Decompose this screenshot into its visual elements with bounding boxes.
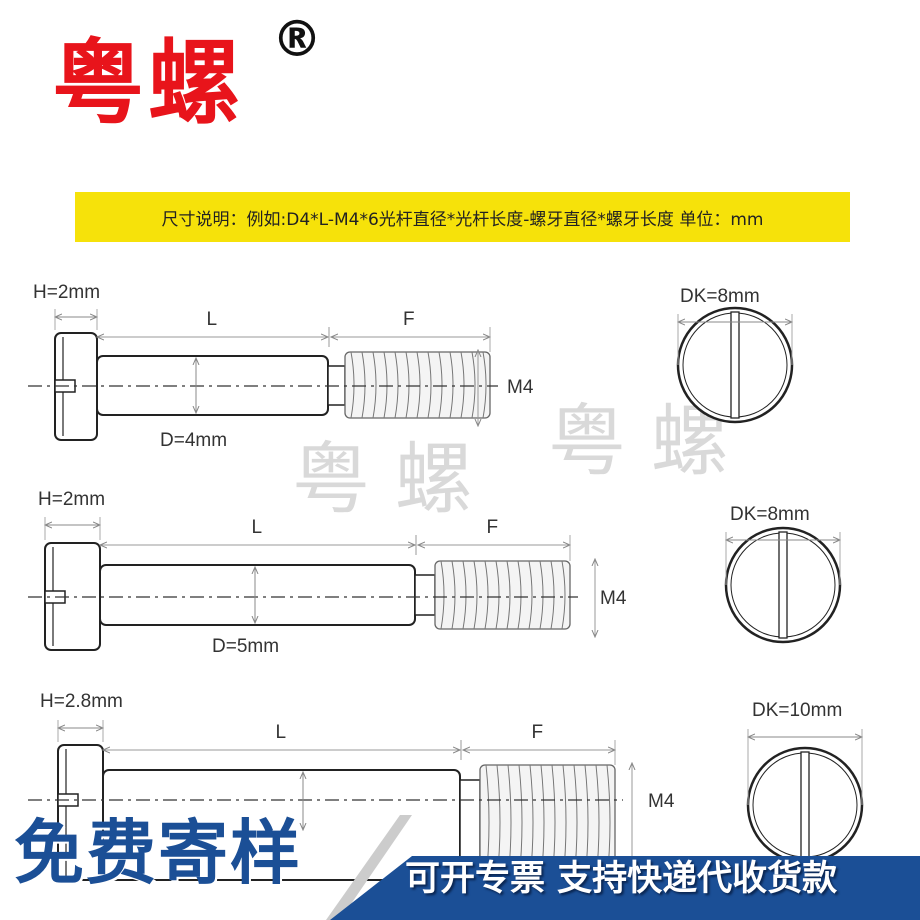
banner-blue-panel <box>330 856 920 920</box>
f-label: F <box>403 309 415 330</box>
m-label: M4 <box>600 588 627 609</box>
thread-line <box>416 351 421 419</box>
thread-line <box>427 351 432 419</box>
thread-line <box>550 560 555 630</box>
dk-label: DK=10mm <box>752 700 842 721</box>
thread-line <box>438 351 443 419</box>
dk-label: DK=8mm <box>680 286 760 307</box>
f-label: F <box>532 722 544 743</box>
spec-text: 尺寸说明：例如:D4*L-M4*6光杆直径*光杆长度-螺牙直径*螺牙长度 单位：… <box>161 209 764 230</box>
thread-line <box>473 560 478 630</box>
free-sample-text: 免费寄样 <box>14 812 302 894</box>
l-label: L <box>252 517 263 538</box>
thread-line <box>350 351 355 419</box>
thread-line <box>440 560 445 630</box>
thread-line <box>484 560 489 630</box>
l-label: L <box>207 309 218 330</box>
thread-line <box>495 560 500 630</box>
banner-slogan: 可开专票 支持快递代收货款 <box>405 859 838 899</box>
h-label: H=2mm <box>38 489 105 510</box>
f-label: F <box>487 517 499 538</box>
d-label: D=4mm <box>160 430 227 451</box>
l-label: L <box>276 722 287 743</box>
thread-line <box>394 351 399 419</box>
thread-line <box>405 351 410 419</box>
thread-line <box>506 560 511 630</box>
thread-line <box>372 351 377 419</box>
thread-line <box>517 560 522 630</box>
banner-stripe <box>326 815 412 920</box>
m-label: M4 <box>648 791 675 812</box>
thread-line <box>449 351 454 419</box>
thread <box>434 560 571 630</box>
thread-line <box>383 351 388 419</box>
dk-label: DK=8mm <box>730 504 810 525</box>
watermark: 粤 螺 <box>292 435 473 525</box>
thread-line <box>451 560 456 630</box>
registered-mark: ® <box>272 10 322 68</box>
thread-line <box>460 351 465 419</box>
thread-line <box>462 560 467 630</box>
h-label: H=2mm <box>33 282 100 303</box>
thread-line <box>561 560 566 630</box>
m-label: M4 <box>507 377 534 398</box>
brand-logo: 粤螺 <box>52 30 245 137</box>
thread-line <box>482 351 487 419</box>
h-label: H=2.8mm <box>40 691 123 712</box>
thread-line <box>539 560 544 630</box>
spec-bar: 尺寸说明：例如:D4*L-M4*6光杆直径*光杆长度-螺牙直径*螺牙长度 单位：… <box>75 192 850 242</box>
cap-slot <box>778 531 788 639</box>
thread-line <box>361 351 366 419</box>
thread-line <box>528 560 533 630</box>
watermark: 粤 螺 <box>548 397 729 487</box>
cap-slot <box>730 311 740 419</box>
d-label: D=5mm <box>212 636 279 657</box>
